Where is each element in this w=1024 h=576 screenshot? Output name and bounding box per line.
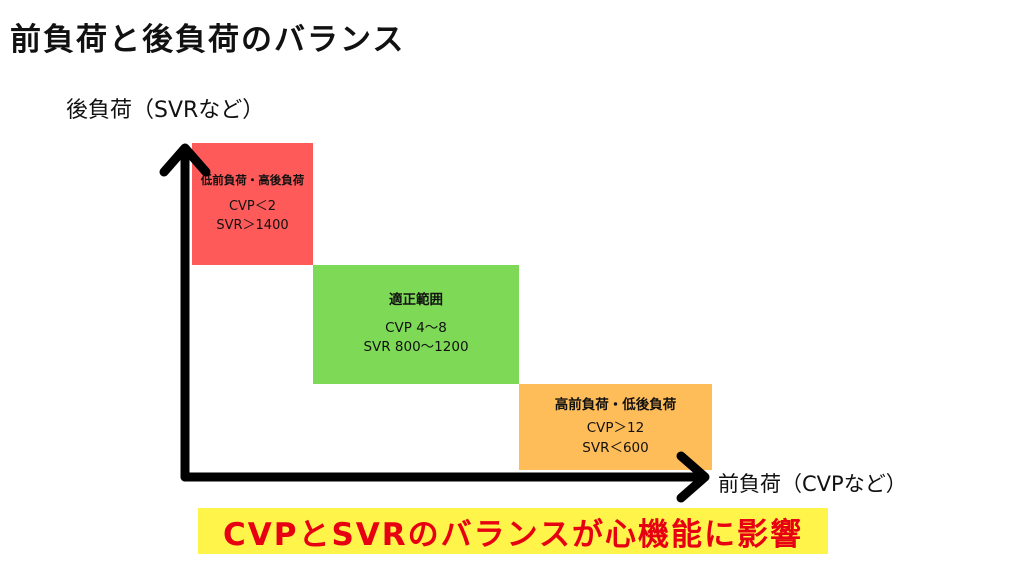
zone-high-afterload: 低前負荷・高後負荷 CVP＜2 SVR＞1400 [192, 143, 313, 265]
zone-high-preload-title: 高前負荷・低後負荷 [554, 396, 677, 413]
zone-normal-svr: SVR 800〜1200 [363, 339, 469, 356]
zone-normal-cvp: CVP 4〜8 [385, 319, 447, 336]
zone-normal-title: 適正範囲 [389, 292, 443, 309]
zone-high-afterload-svr: SVR＞1400 [216, 218, 289, 234]
caption-highlight: CVPとSVRのバランスが心機能に影響 [198, 508, 828, 554]
x-axis-label: 前負荷（CVPなど） [718, 472, 907, 496]
y-axis-label: 後負荷（SVRなど） [66, 98, 265, 123]
zone-high-preload-cvp: CVP＞12 [586, 420, 645, 437]
y-axis-arrow-icon [159, 143, 211, 177]
x-axis-arrow-icon [676, 451, 710, 503]
zone-high-afterload-cvp: CVP＜2 [228, 199, 277, 215]
zone-high-afterload-title: 低前負荷・高後負荷 [200, 172, 305, 187]
zone-normal-range: 適正範囲 CVP 4〜8 SVR 800〜1200 [313, 265, 519, 384]
caption-text: CVPとSVRのバランスが心機能に影響 [222, 516, 804, 553]
page-title: 前負荷と後負荷のバランス [10, 22, 406, 58]
zone-high-preload-svr: SVR＜600 [582, 439, 649, 456]
